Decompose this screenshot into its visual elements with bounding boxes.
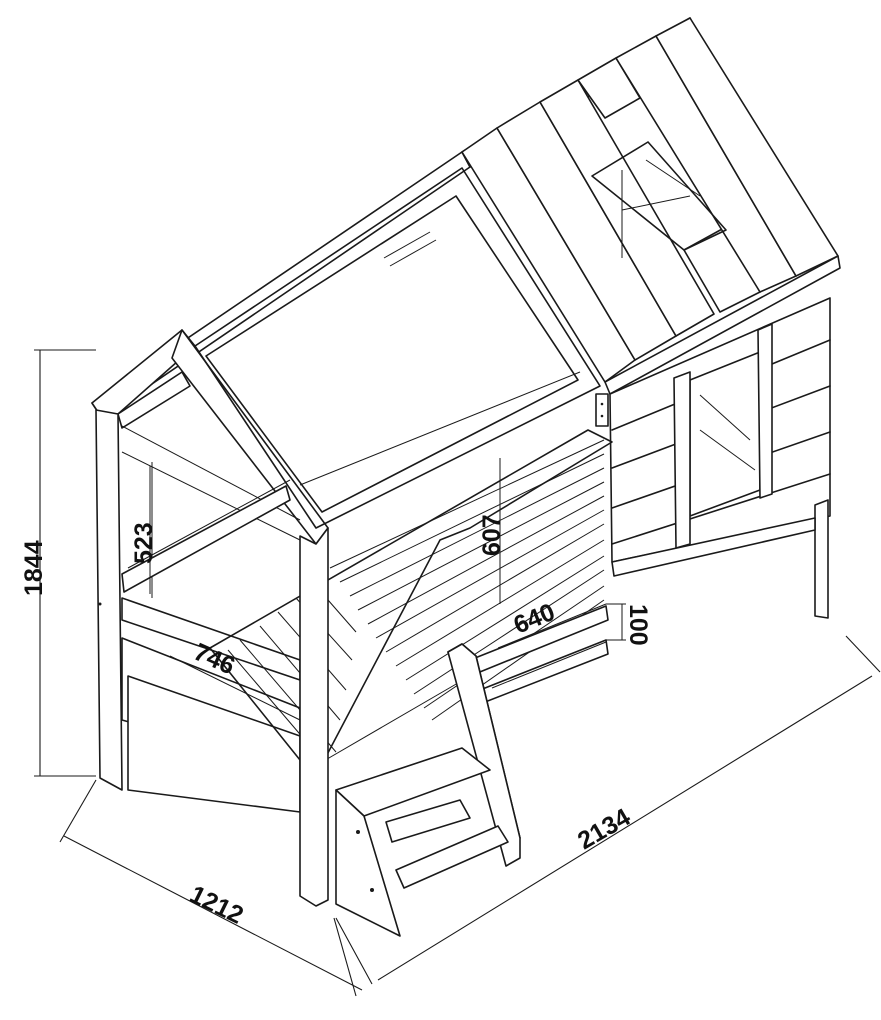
dimension-746-line [169, 655, 301, 721]
front-gable-frame [91, 329, 329, 545]
dimension-length-line [335, 635, 881, 985]
dimension-100-line [606, 603, 626, 641]
roof-canopy-panel [194, 167, 601, 529]
front-center-post [299, 527, 329, 907]
dimension-depth-line [59, 779, 363, 997]
front-left-post [95, 409, 123, 791]
ladder-steps [335, 643, 521, 937]
label-end-opening-height: 523 [130, 522, 158, 564]
dimension-640-line [497, 603, 607, 649]
dimension-height-line [34, 349, 96, 777]
front-side-rail [469, 605, 609, 705]
roof-planks [461, 17, 841, 395]
bed-slats [209, 429, 613, 769]
label-inner-height: 607 [478, 514, 506, 556]
side-wall-cladding [595, 297, 831, 619]
label-total-height: 1844 [20, 540, 48, 596]
label-total-depth: 1212 [185, 880, 247, 930]
label-rail-height: 100 [624, 604, 652, 646]
label-total-length: 2134 [573, 803, 635, 855]
foot-end-panel [121, 425, 301, 813]
back-side-rail [121, 479, 291, 593]
